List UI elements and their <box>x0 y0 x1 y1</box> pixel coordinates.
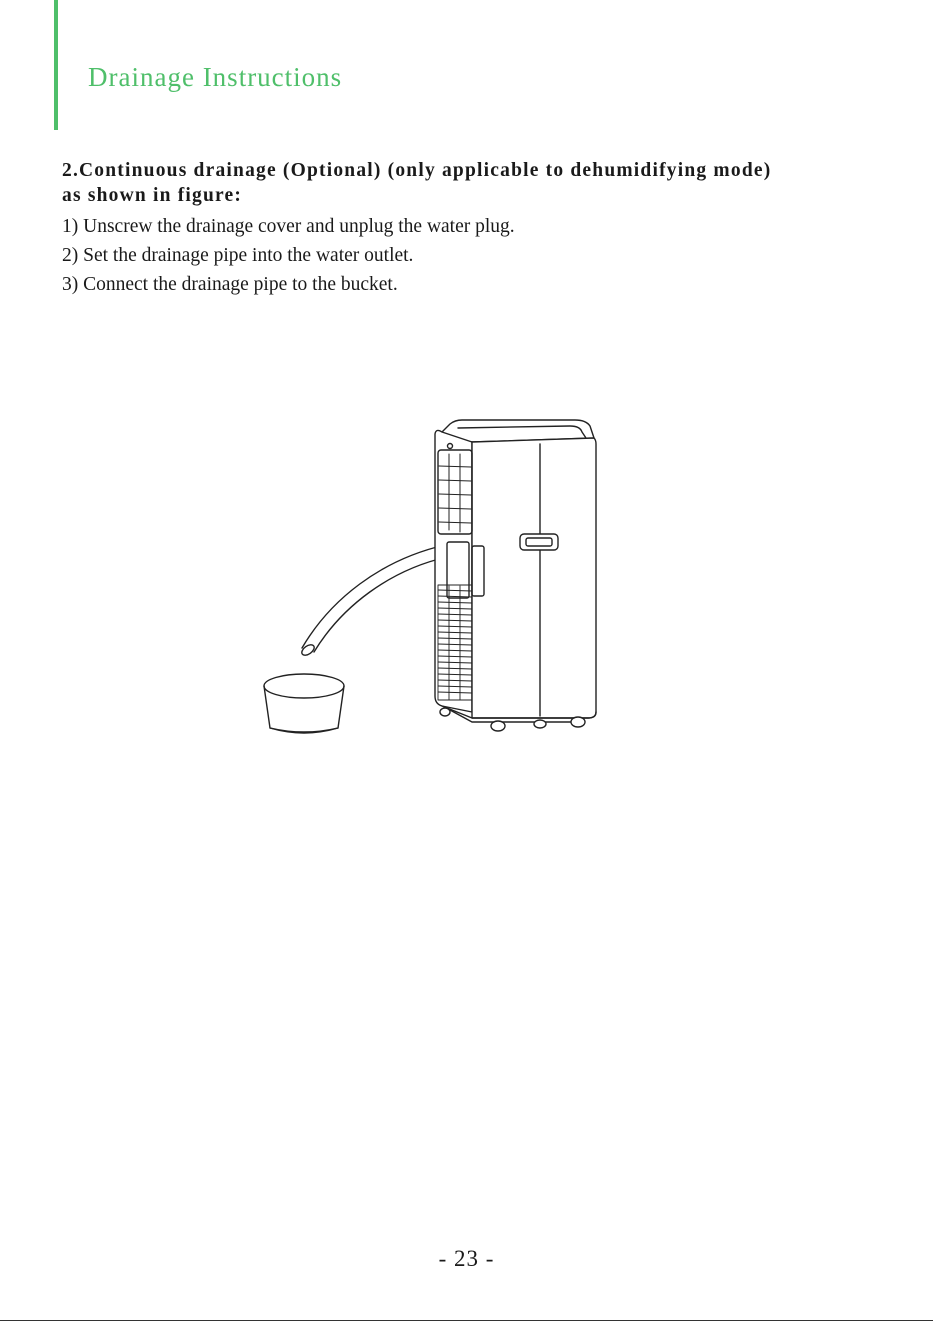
accent-bar <box>54 0 58 130</box>
dehumidifier-icon <box>435 420 596 731</box>
instruction-heading: 2.Continuous drainage (Optional) (only a… <box>62 158 882 208</box>
steps-list: 1) Unscrew the drainage cover and unplug… <box>62 212 882 299</box>
step-item: 2) Set the drainage pipe into the water … <box>62 241 882 270</box>
page-number: - 23 - <box>0 1246 933 1272</box>
section-title: Drainage Instructions <box>88 62 342 93</box>
heading-line-2: as shown in figure: <box>62 183 882 208</box>
drainage-figure <box>250 410 620 740</box>
bucket-icon <box>264 674 344 733</box>
drainage-pipe-icon <box>300 538 450 657</box>
bottom-rule <box>0 1320 933 1321</box>
step-item: 3) Connect the drainage pipe to the buck… <box>62 270 882 299</box>
step-item: 1) Unscrew the drainage cover and unplug… <box>62 212 882 241</box>
heading-line-1: 2.Continuous drainage (Optional) (only a… <box>62 158 882 183</box>
